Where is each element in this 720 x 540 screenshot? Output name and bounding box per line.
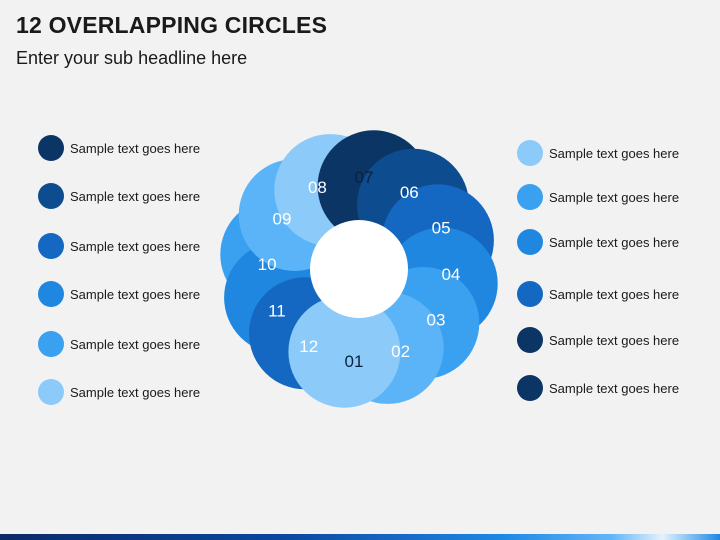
left-legend-dot-1 xyxy=(38,135,64,161)
segment-label-11: 11 xyxy=(268,302,286,321)
right-legend-dot-4 xyxy=(517,281,543,307)
left-legend-dot-2 xyxy=(38,183,64,209)
right-legend-label-5: Sample text goes here xyxy=(549,332,680,348)
slide-title: 12 OVERLAPPING CIRCLES xyxy=(16,12,328,38)
left-legend-label-2: Sample text goes here xyxy=(70,188,201,204)
segment-label-01: 01 xyxy=(345,352,364,371)
circle-segment-01 xyxy=(288,295,401,408)
right-legend-label-2: Sample text goes here xyxy=(549,189,680,205)
segment-label-04: 04 xyxy=(441,265,460,284)
left-legend-item-4: Sample text goes here xyxy=(38,280,200,308)
right-legend-dot-1 xyxy=(517,140,543,166)
right-legend-dot-3 xyxy=(517,229,543,255)
slide-subtitle: Enter your sub headline here xyxy=(16,48,248,68)
center-hole xyxy=(310,220,408,318)
right-legend-item-2: Sample text goes here xyxy=(517,183,679,211)
left-legend-item-5: Sample text goes here xyxy=(38,330,200,358)
left-legend-dot-5 xyxy=(38,331,64,357)
left-legend-item-1: Sample text goes here xyxy=(38,134,200,162)
left-legend-dot-3 xyxy=(38,233,64,259)
right-legend-item-3: Sample text goes here xyxy=(517,228,679,256)
left-legend-dot-4 xyxy=(38,281,64,307)
segment-label-09: 09 xyxy=(273,210,292,229)
segment-label-08: 08 xyxy=(308,178,327,197)
segment-label-12: 12 xyxy=(299,337,318,356)
left-legend-label-4: Sample text goes here xyxy=(70,286,201,302)
segment-label-03: 03 xyxy=(427,310,446,329)
right-legend-dot-5 xyxy=(517,327,543,353)
left-legend-label-5: Sample text goes here xyxy=(70,336,201,352)
right-legend-label-1: Sample text goes here xyxy=(549,145,680,161)
right-legend-item-5: Sample text goes here xyxy=(517,326,679,354)
segment-label-05: 05 xyxy=(432,218,451,237)
right-legend-item-6: Sample text goes here xyxy=(517,374,679,402)
bottom-accent-bar xyxy=(0,534,720,540)
segment-label-07: 07 xyxy=(355,168,374,187)
right-legend-dot-2 xyxy=(517,184,543,210)
right-legend-label-6: Sample text goes here xyxy=(549,380,680,396)
right-legend-label-3: Sample text goes here xyxy=(549,234,680,250)
segment-label-06: 06 xyxy=(400,183,419,202)
left-legend-label-3: Sample text goes here xyxy=(70,238,201,254)
segment-label-02: 02 xyxy=(391,342,410,361)
segment-label-10: 10 xyxy=(258,255,277,274)
left-legend-item-6: Sample text goes here xyxy=(38,378,200,406)
right-legend-item-1: Sample text goes here xyxy=(517,139,679,167)
left-legend-item-2: Sample text goes here xyxy=(38,182,200,210)
left-legend-label-6: Sample text goes here xyxy=(70,384,201,400)
right-legend-label-4: Sample text goes here xyxy=(549,286,680,302)
left-legend-dot-6 xyxy=(38,379,64,405)
right-legend-item-4: Sample text goes here xyxy=(517,280,679,308)
left-legend-item-3: Sample text goes here xyxy=(38,232,200,260)
left-legend-label-1: Sample text goes here xyxy=(70,140,201,156)
right-legend-dot-6 xyxy=(517,375,543,401)
